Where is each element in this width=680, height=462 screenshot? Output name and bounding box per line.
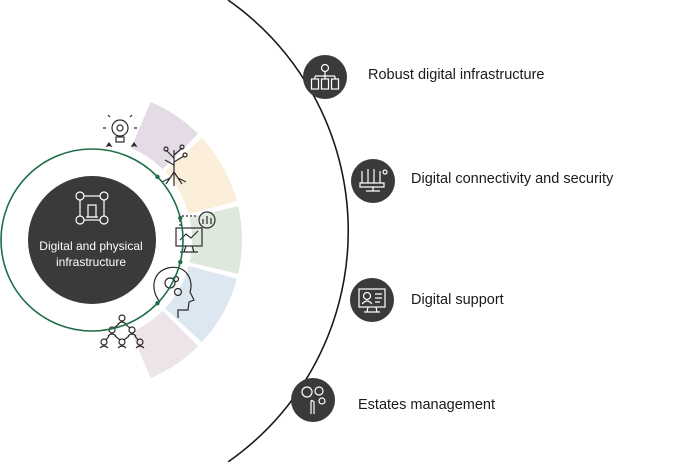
hub-label: Digital and physical infrastructure [28,238,154,270]
video-support-icon [358,288,386,313]
hub-ring [0,148,184,332]
hub-circle [28,176,156,304]
hub-label-line2: infrastructure [55,255,127,269]
item-label-estates-management: Estates management [358,397,496,413]
timeline-arc [227,0,349,462]
segment-3 [189,206,242,274]
segment-ring [99,101,242,379]
hub-label-line1: Digital and physical [39,239,143,253]
item-label-digital-support: Digital support [411,292,504,308]
people-network-building-icon [75,191,109,225]
segment-1 [131,101,199,170]
lightbulb-gear-icon [103,114,138,148]
item-nodes [291,55,395,422]
item-node-3 [350,278,394,322]
people-network-icon [99,314,145,349]
gears-hand-icon [301,386,326,414]
secure-connection-icon [359,169,388,192]
item-node-1 [303,55,347,99]
segment-4 [165,265,237,343]
item-node-circle [350,278,394,322]
item-node-2 [351,159,395,203]
segment-5 [131,310,199,379]
item-node-circle [351,159,395,203]
tree-roots-icon [161,144,188,186]
server-network-icon [310,63,340,90]
item-label-robust-digital-infrastructure: Robust digital infrastructure [368,67,545,83]
item-node-circle [291,378,335,422]
item-label-digital-connectivity-security: Digital connectivity and security [411,171,614,187]
item-node-4 [291,378,335,422]
